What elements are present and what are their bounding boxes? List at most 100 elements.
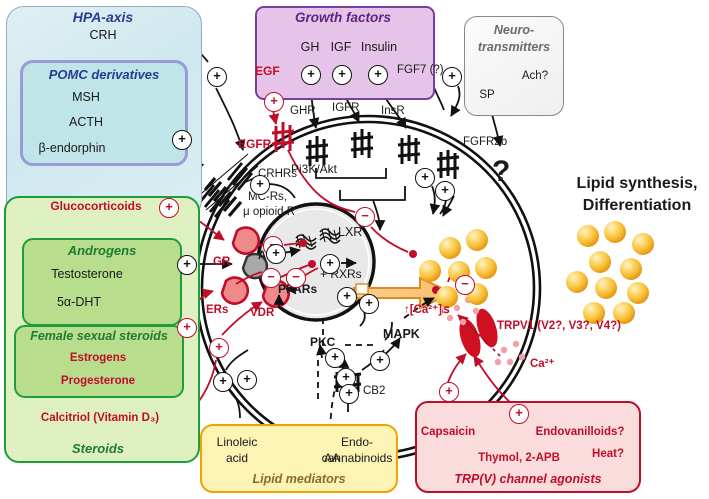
receptor-crhrs bbox=[203, 176, 243, 218]
crh-label: CRH bbox=[89, 28, 117, 42]
pi3k-akt-label: Pi3K/Akt bbox=[291, 162, 338, 176]
sign-badge-igf-to-igfr: + bbox=[332, 65, 352, 85]
receptor-crhrs-coil bbox=[195, 153, 259, 218]
insr-label: InsR bbox=[381, 105, 405, 117]
trpv1-channel bbox=[459, 308, 498, 358]
pkc-label: PKC bbox=[310, 335, 336, 349]
igfr-label: IGFR bbox=[332, 102, 360, 114]
endocannabinoids-line-1: Endo- bbox=[340, 435, 374, 449]
capsaicin-label: Capsaicin bbox=[420, 426, 476, 438]
sign-badge-ppar-plus-lower: + bbox=[337, 287, 357, 307]
lipid-droplets-product bbox=[566, 221, 654, 324]
pomc-item-acth: ACTH bbox=[68, 115, 104, 129]
pomc-derivatives-box bbox=[20, 60, 188, 166]
fgf7-label: FGF7 (?) bbox=[397, 64, 444, 76]
sign-badge-mapk-plus: + bbox=[370, 351, 390, 371]
sign-badge-gh-to-ghr: + bbox=[301, 65, 321, 85]
endovanilloids-label: Endovanilloids? bbox=[535, 426, 625, 438]
sign-badge-estrogens-to-ers: + bbox=[177, 318, 197, 338]
aa-label: AA bbox=[323, 451, 341, 465]
ghr-label: GHR bbox=[290, 105, 316, 117]
fgfr2b-label: FGFR2b bbox=[463, 136, 508, 148]
gh-label: GH bbox=[300, 40, 320, 54]
progesterone-label: Progesterone bbox=[60, 375, 136, 387]
sign-badge-ppar-minus-1: − bbox=[261, 268, 281, 288]
trp-title: TRP(V) channel agonists bbox=[454, 472, 602, 486]
estrogens-label: Estrogens bbox=[69, 352, 127, 364]
sign-badge-fgf7-to-fgfr2b: + bbox=[442, 67, 462, 87]
vdr-label: VDR bbox=[250, 307, 275, 319]
neurotransmitters-box bbox=[464, 16, 564, 116]
sign-badge-androgens-to-ar: + bbox=[177, 255, 197, 275]
sign-badge-egf-to-egfr: + bbox=[264, 92, 284, 112]
crhrs-label: CRHRs bbox=[258, 168, 297, 180]
sign-badge-calcium-minus-droplets: − bbox=[455, 275, 475, 295]
sign-badge-insulin-to-insr: + bbox=[368, 65, 388, 85]
growth-factors-title: Growth factors bbox=[294, 10, 392, 25]
lipid-mediators-title: Lipid mediators bbox=[252, 472, 346, 486]
androgens-title: Androgens bbox=[67, 243, 137, 258]
calcitriol-label: Calcitriol (Vitamin D₃) bbox=[40, 412, 160, 424]
calcium-ions bbox=[446, 296, 526, 366]
sign-badge-ar-plus: + bbox=[266, 244, 286, 264]
mcrs-label-2: μ opioid R bbox=[243, 206, 296, 218]
neurotransmitters-title-2: transmitters bbox=[477, 40, 551, 54]
egf-label: EGF bbox=[255, 64, 280, 78]
sign-badge-linoleic-plus: + bbox=[213, 372, 233, 392]
question-mark: ? bbox=[492, 155, 511, 188]
endocannabinoids-line-2: cannabinoids bbox=[321, 451, 393, 465]
neurotransmitters-title-1: Neuro- bbox=[493, 23, 535, 37]
igf-label: IGF bbox=[330, 40, 352, 54]
linoleic-acid-line-1: Linoleic bbox=[216, 435, 258, 449]
calcium-ion-label: Ca²⁺ bbox=[530, 358, 555, 370]
receptor-insr bbox=[397, 135, 421, 164]
heat-label: Heat? bbox=[592, 448, 624, 460]
sign-badge-calcitriol-to-vdr: + bbox=[209, 338, 229, 358]
ach-label: Ach? bbox=[521, 70, 549, 82]
linoleic-acid-line-2: acid bbox=[225, 451, 249, 465]
outcome-line-1: Lipid synthesis, bbox=[576, 175, 698, 192]
pomc-item-msh: MSH bbox=[72, 90, 100, 104]
calcium-rise-label: ↑[Ca²⁺]ᵢꜱ bbox=[404, 304, 450, 316]
androgen-dht: 5α-DHT bbox=[56, 295, 102, 309]
trpv1-label: TRPV1 (V2?, V3?, V4?) bbox=[497, 320, 621, 332]
thymol-label: Thymol, 2-APB bbox=[478, 452, 560, 464]
glucocorticoids-label: Glucocorticoids bbox=[50, 199, 142, 213]
sp-label: SP bbox=[479, 89, 495, 101]
sign-badge-crh-to-membrane: + bbox=[207, 67, 227, 87]
pomc-item-bendorphin: β-endorphin bbox=[38, 141, 106, 155]
ppars-label: PPARs bbox=[278, 282, 318, 296]
sign-badge-glucocorticoids-to-gr: + bbox=[159, 198, 179, 218]
receptor-fgfr2b bbox=[436, 150, 460, 179]
pomc-title: POMC derivatives bbox=[48, 67, 160, 82]
sign-badge-lxr-rxr-plus: + bbox=[320, 254, 340, 274]
sign-badge-ext-plus-right: + bbox=[415, 168, 435, 188]
ers-label: ERs bbox=[206, 304, 229, 316]
insulin-label: Insulin bbox=[360, 40, 398, 54]
sign-badge-thymol-plus: + bbox=[509, 404, 529, 424]
receptor-ghr bbox=[305, 136, 329, 166]
outcome-line-2: Differentiation bbox=[582, 197, 692, 214]
sign-badge-mapk-to-nucleus-plus: + bbox=[359, 294, 379, 314]
androgen-testosterone: Testosterone bbox=[51, 267, 123, 281]
lipid-droplets-intracellular bbox=[419, 229, 497, 308]
lipid-mediators-box bbox=[200, 424, 398, 493]
receptor-ers bbox=[220, 276, 250, 305]
sign-badge-ppar-minus-2: − bbox=[286, 268, 306, 288]
receptor-gr bbox=[231, 226, 261, 255]
sign-badge-egfr-minus: − bbox=[355, 207, 375, 227]
receptor-egfr bbox=[271, 122, 295, 152]
steroids-title: Steroids bbox=[71, 441, 125, 456]
sign-badge-pkc-plus: + bbox=[325, 348, 345, 368]
sign-badge-endocannabinoid-plus: + bbox=[339, 384, 359, 404]
female-steroids-title: Female sexual steroids bbox=[30, 329, 168, 343]
cb2-label: CB2 bbox=[363, 385, 386, 397]
receptor-igfr bbox=[350, 129, 374, 158]
hpa-axis-title: HPA-axis bbox=[72, 9, 134, 25]
sign-badge-crhrs-plus: + bbox=[250, 175, 270, 195]
sign-badge-capsaicin-plus: + bbox=[439, 382, 459, 402]
sign-badge-sp-plus: + bbox=[435, 181, 455, 201]
mapk-label: MAPK bbox=[383, 327, 420, 341]
lxr-label: LXR bbox=[338, 225, 363, 239]
